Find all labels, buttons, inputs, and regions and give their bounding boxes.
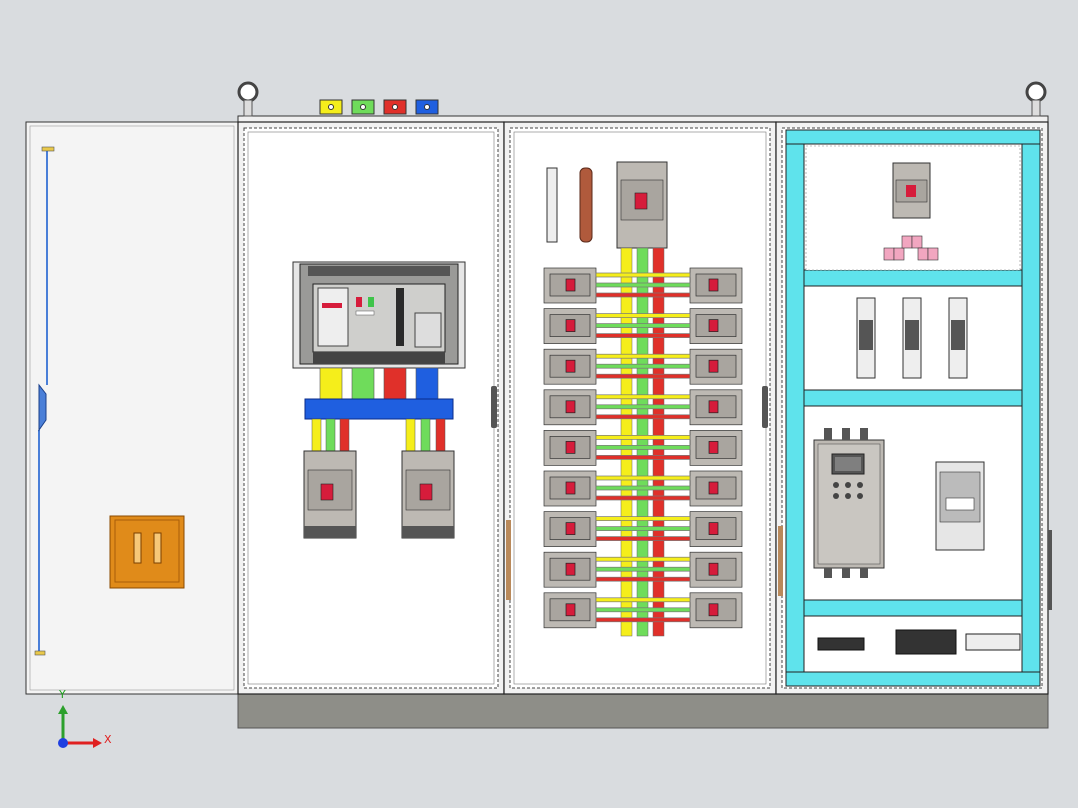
- mount-rail-2: [803, 389, 1023, 407]
- contactor: [935, 461, 985, 551]
- mccb-left: [303, 450, 357, 539]
- mccb-right: [401, 450, 455, 539]
- phase-markers: [319, 99, 439, 115]
- terminal-block-2: [895, 629, 957, 655]
- terminal-block-3: [965, 633, 1021, 651]
- control-breaker: [892, 162, 931, 219]
- mcb-row: [543, 511, 743, 547]
- lifting-eye-right: [1025, 81, 1047, 117]
- axis-triad-icon: [58, 705, 102, 748]
- terminal-strip: [546, 167, 558, 243]
- terminal-block-1: [817, 637, 865, 651]
- axis-y-label: Y: [59, 688, 66, 701]
- axis-x-label: X: [104, 733, 112, 746]
- mcb-row: [543, 592, 743, 629]
- air-circuit-breaker: [292, 261, 466, 369]
- vbus-yellow: [620, 247, 633, 637]
- mount-rail-1: [803, 269, 1023, 287]
- mcb-rows: [543, 267, 743, 629]
- section-distribution: [503, 121, 777, 695]
- mcb-row: [543, 389, 743, 426]
- mount-frame-top: [785, 129, 1041, 145]
- mount-rail-3: [803, 599, 1023, 617]
- door-handle: [109, 515, 185, 589]
- busbar-support: [304, 398, 454, 420]
- vbus-green: [636, 247, 649, 637]
- lifting-eye-left: [237, 81, 259, 117]
- section-control: [775, 121, 1052, 695]
- mcb-row: [543, 308, 743, 344]
- mcb-row: [543, 551, 743, 588]
- mount-frame-right: [1021, 143, 1041, 673]
- mcb-row: [543, 267, 743, 304]
- fuse-holders: [856, 297, 968, 379]
- mount-frame-left: [785, 143, 805, 673]
- mcb-row: [543, 348, 743, 385]
- cabinet-plinth: [237, 693, 1049, 729]
- section-main-breaker: [237, 121, 505, 695]
- mcb-row: [543, 470, 743, 507]
- mount-frame-bottom: [785, 671, 1041, 687]
- mcb-row: [543, 430, 743, 466]
- vbus-red: [652, 247, 665, 637]
- pink-terminals: [883, 235, 939, 261]
- copper-ground-bar: [579, 167, 593, 243]
- soft-starter: [813, 428, 885, 578]
- left-door: [25, 121, 239, 695]
- incomer-mccb: [616, 161, 668, 249]
